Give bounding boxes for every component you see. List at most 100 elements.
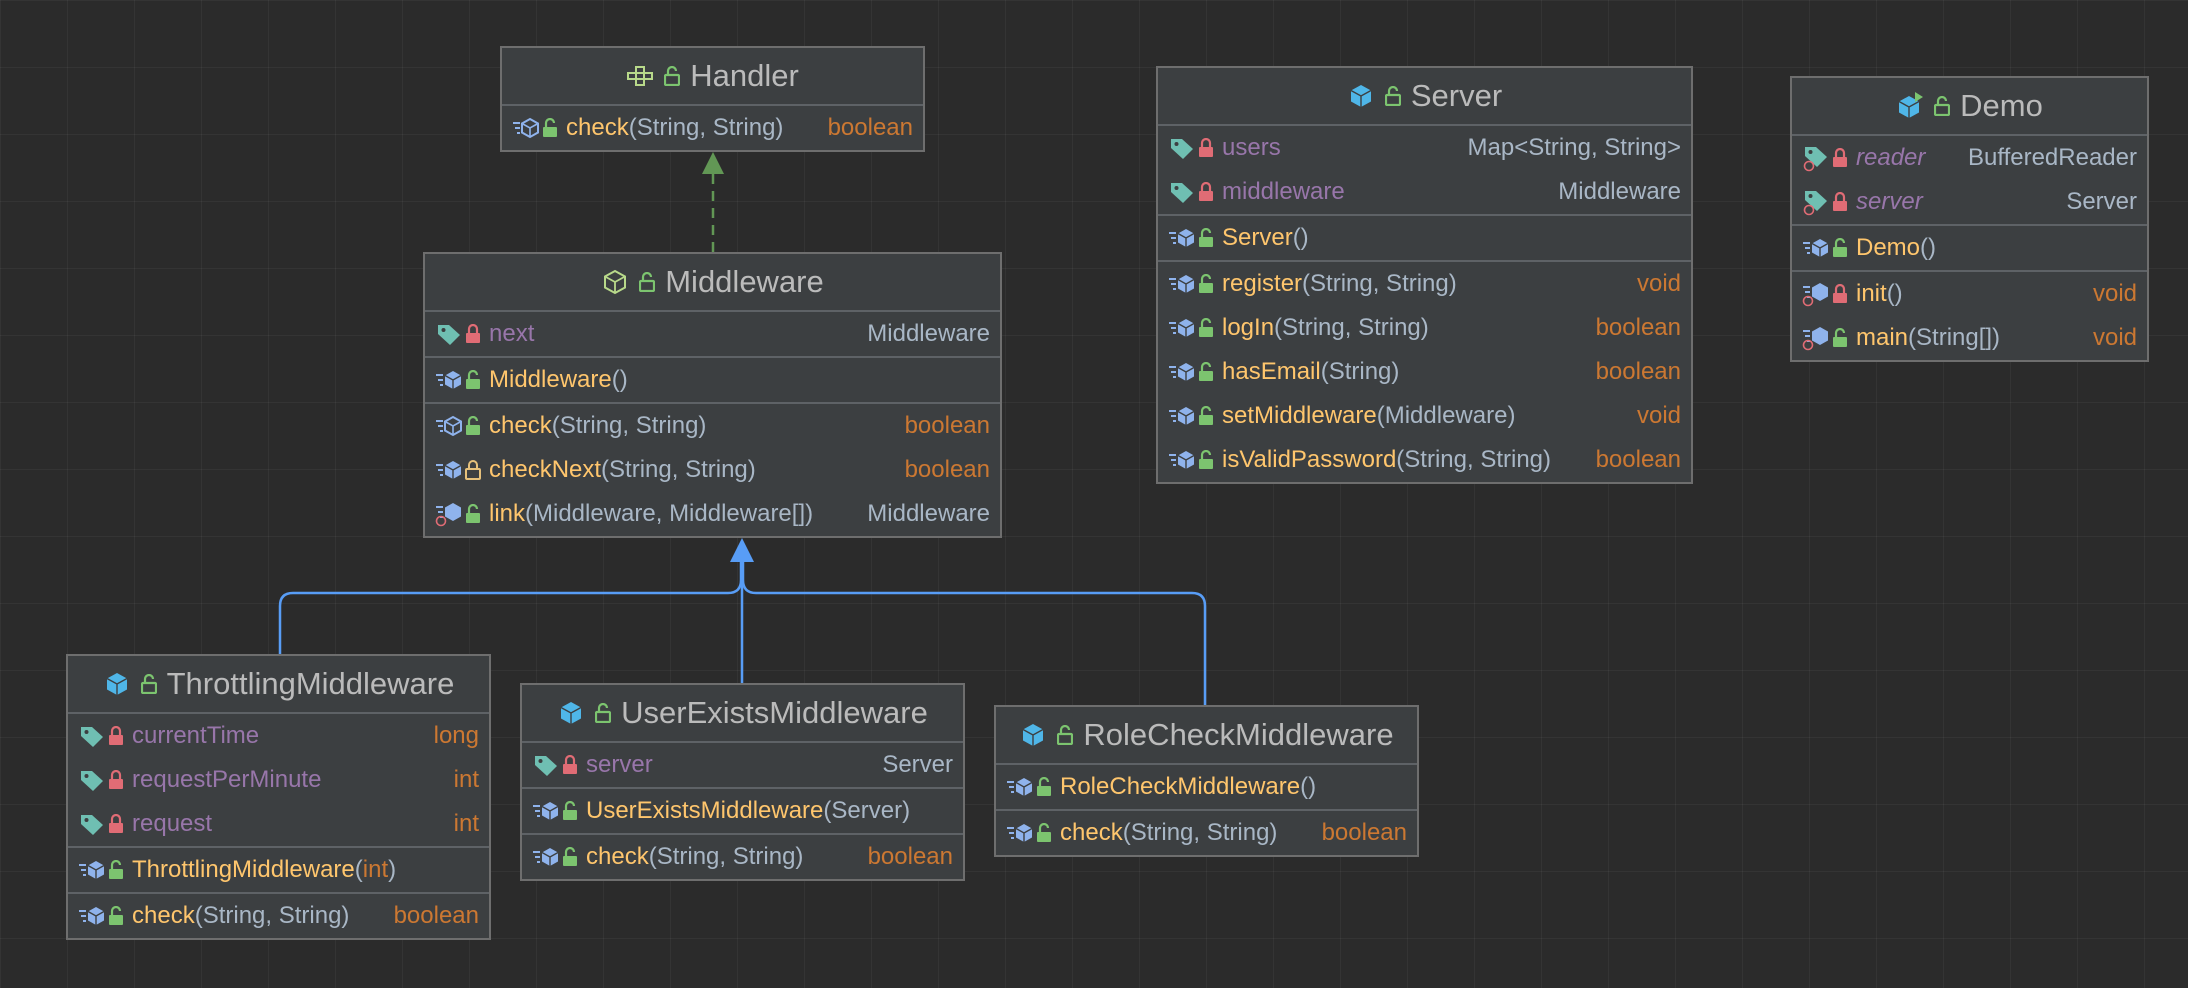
field-row[interactable]: users Map<String, String> — [1158, 126, 1691, 170]
method-icon — [1168, 224, 1196, 252]
class-name: ThrottlingMiddleware — [166, 666, 455, 701]
class-server[interactable]: Server users Map<String, String> middlew… — [1156, 66, 1693, 484]
field-row[interactable]: request int — [68, 802, 489, 846]
field-row[interactable]: reader BufferedReader — [1792, 136, 2147, 180]
method-name: check — [586, 843, 649, 870]
constructors-section: Demo() — [1792, 226, 2147, 272]
private-lock-icon — [106, 766, 126, 794]
return-type: Middleware — [867, 500, 990, 527]
field-type: int — [453, 766, 479, 793]
field-type: BufferedReader — [1967, 144, 2137, 171]
class-header: Demo — [1792, 78, 2147, 136]
method-params: (String[]) — [1908, 324, 2001, 351]
method-name: check — [566, 114, 629, 141]
method-params: (Middleware) — [1376, 402, 1516, 429]
class-header: Middleware — [425, 254, 1000, 312]
methods-section: register(String, String) void logIn(Stri… — [1158, 262, 1691, 482]
field-row[interactable]: next Middleware — [425, 312, 1000, 356]
public-lock-icon — [662, 62, 682, 90]
method-params: () — [1886, 280, 1903, 307]
method-row[interactable]: check(String, String) boolean — [502, 106, 923, 150]
field-name: currentTime — [132, 722, 260, 749]
private-lock-icon — [1830, 280, 1850, 308]
field-type: Server — [2066, 188, 2137, 215]
method-row[interactable]: hasEmail(String) boolean — [1158, 350, 1691, 394]
class-header: ThrottlingMiddleware — [68, 656, 489, 714]
field-row[interactable]: middleware Middleware — [1158, 170, 1691, 214]
method-row[interactable]: link(Middleware, Middleware[]) Middlewar… — [425, 492, 1000, 536]
public-lock-icon — [463, 412, 483, 440]
class-name: Middleware — [665, 264, 824, 299]
methods-section: check(String, String) boolean — [996, 811, 1417, 855]
method-icon — [1006, 819, 1034, 847]
class-role-check-middleware[interactable]: RoleCheckMiddleware RoleCheckMiddleware(… — [994, 705, 1419, 857]
inheritance-edge-throttling — [278, 556, 743, 654]
method-icon — [532, 797, 560, 825]
constructor-row[interactable]: ThrottlingMiddleware(int) — [68, 848, 489, 892]
method-icon — [1168, 402, 1196, 430]
method-icon — [1168, 446, 1196, 474]
method-row[interactable]: main(String[]) void — [1792, 316, 2147, 360]
method-name: isValidPassword — [1222, 446, 1397, 473]
return-type: boolean — [904, 456, 990, 483]
constructors-section: Server() — [1158, 216, 1691, 262]
methods-section: check(String, String) boolean — [502, 106, 923, 150]
method-row[interactable]: check(String, String) boolean — [425, 404, 1000, 448]
constructor-row[interactable]: Demo() — [1792, 226, 2147, 270]
class-throttling-middleware[interactable]: ThrottlingMiddleware currentTime long re… — [66, 654, 491, 940]
method-row[interactable]: checkNext(String, String) boolean — [425, 448, 1000, 492]
static-field-tag-icon — [1802, 188, 1830, 216]
method-name: register — [1222, 270, 1303, 297]
field-row[interactable]: requestPerMinute int — [68, 758, 489, 802]
field-name: reader — [1856, 144, 1926, 171]
class-demo[interactable]: Demo reader BufferedReader server Server… — [1790, 76, 2149, 362]
fields-section: server Server — [522, 743, 963, 789]
method-icon — [78, 856, 106, 884]
method-name: logIn — [1222, 314, 1275, 341]
class-handler[interactable]: Handler check(String, String) boolean — [500, 46, 925, 152]
field-name: server — [1856, 188, 1923, 215]
class-middleware[interactable]: Middleware next Middleware Middleware() … — [423, 252, 1002, 538]
method-params: (String, String) — [1302, 270, 1457, 297]
public-lock-icon — [1830, 234, 1850, 262]
abstract-method-icon — [512, 114, 540, 142]
field-row[interactable]: server Server — [522, 743, 963, 787]
method-row[interactable]: check(String, String) boolean — [996, 811, 1417, 855]
constructor-row[interactable]: RoleCheckMiddleware() — [996, 765, 1417, 809]
constructor-param-keyword: int — [362, 856, 389, 883]
method-row[interactable]: isValidPassword(String, String) boolean — [1158, 438, 1691, 482]
class-user-exists-middleware[interactable]: UserExistsMiddleware server Server UserE… — [520, 683, 965, 881]
class-name: Handler — [690, 58, 799, 93]
constructor-row[interactable]: UserExistsMiddleware(Server) — [522, 789, 963, 833]
field-tag-icon — [532, 751, 560, 779]
method-row[interactable]: logIn(String, String) boolean — [1158, 306, 1691, 350]
method-icon — [1168, 314, 1196, 342]
method-icon — [435, 366, 463, 394]
field-row[interactable]: currentTime long — [68, 714, 489, 758]
return-type: void — [2092, 324, 2137, 351]
return-type: boolean — [827, 114, 913, 141]
field-type: Middleware — [1558, 178, 1681, 205]
method-params: (String, String) — [1122, 819, 1278, 846]
public-lock-icon — [1830, 324, 1850, 352]
class-name: Demo — [1960, 88, 2043, 123]
field-tag-icon — [435, 320, 463, 348]
class-header: RoleCheckMiddleware — [996, 707, 1417, 765]
method-row[interactable]: check(String, String) boolean — [68, 894, 489, 938]
method-icon — [1168, 270, 1196, 298]
static-field-tag-icon — [1802, 144, 1830, 172]
constructor-row[interactable]: Server() — [1158, 216, 1691, 260]
methods-section: check(String, String) boolean — [522, 835, 963, 879]
method-row[interactable]: init() void — [1792, 272, 2147, 316]
method-params: (String, String) — [628, 114, 784, 141]
constructor-row[interactable]: Middleware() — [425, 358, 1000, 402]
class-header: UserExistsMiddleware — [522, 685, 963, 743]
field-row[interactable]: server Server — [1792, 180, 2147, 224]
method-row[interactable]: setMiddleware(Middleware) void — [1158, 394, 1691, 438]
method-icon — [435, 456, 463, 484]
method-row[interactable]: check(String, String) boolean — [522, 835, 963, 879]
method-name: check — [1060, 819, 1123, 846]
method-icon — [1006, 773, 1034, 801]
method-row[interactable]: register(String, String) void — [1158, 262, 1691, 306]
field-tag-icon — [78, 722, 106, 750]
